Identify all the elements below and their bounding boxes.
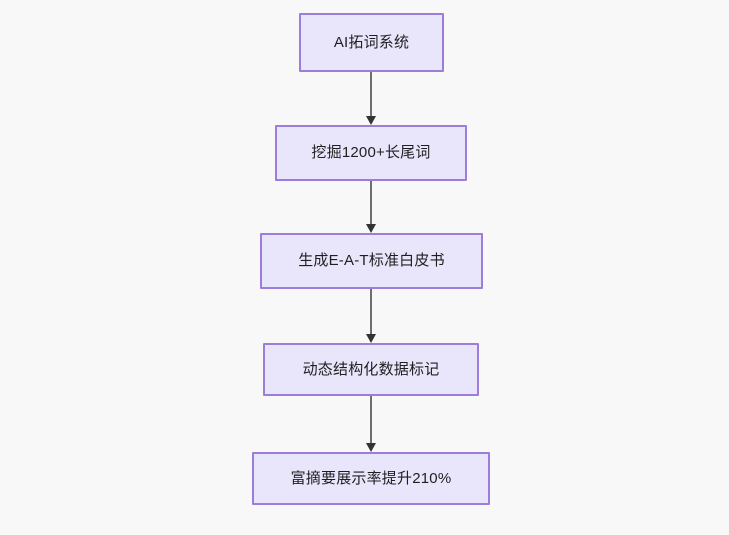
flowchart-edge-n2-n3 [366,181,376,233]
edge-line [370,289,372,335]
flowchart-edge-n1-n2 [366,72,376,125]
flowchart-node-label: 挖掘1200+长尾词 [311,144,431,161]
flowchart-node-label: 生成E-A-T标准白皮书 [298,252,445,269]
edge-line [370,181,372,225]
arrowhead-icon [366,334,376,343]
flowchart-node-n1[interactable]: AI拓词系统 [299,13,444,72]
flowchart-edge-n4-n5 [366,396,376,452]
arrowhead-icon [366,224,376,233]
flowchart-node-label: AI拓词系统 [333,33,410,51]
flowchart-edge-n3-n4 [366,289,376,343]
flowchart-node-label: 富摘要展示率提升210% [290,469,452,487]
flowchart-node-n2[interactable]: 挖掘1200+长尾词 [275,125,467,181]
flowchart-node-n5[interactable]: 富摘要展示率提升210% [252,452,490,505]
edge-line [370,72,372,117]
flowchart-node-n4[interactable]: 动态结构化数据标记 [263,343,479,396]
edge-line [370,396,372,444]
flowchart-node-label: 动态结构化数据标记 [302,360,440,378]
arrowhead-icon [366,116,376,125]
arrowhead-icon [366,443,376,452]
flowchart-node-n3[interactable]: 生成E-A-T标准白皮书 [260,233,483,289]
